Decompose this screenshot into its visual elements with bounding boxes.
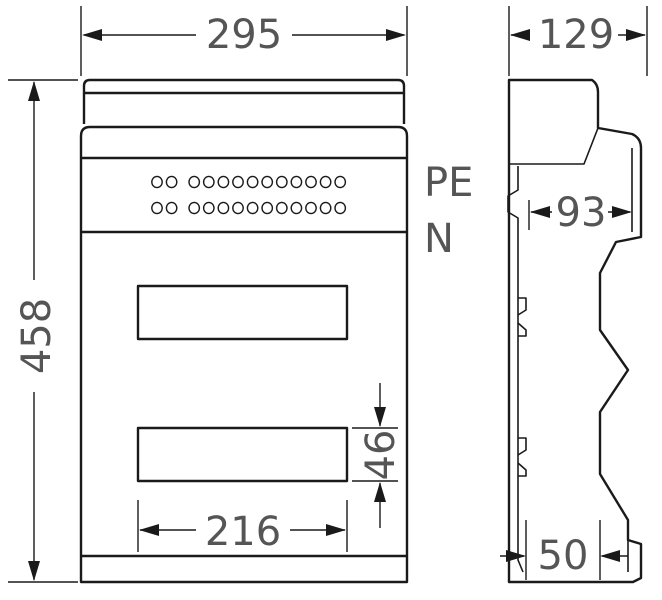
dimension-93: 93 <box>528 190 632 236</box>
bottom-depth-50-label: 50 <box>538 533 589 579</box>
terminal-hole <box>290 201 303 215</box>
depth-129-label: 129 <box>538 12 614 58</box>
terminal-hole <box>202 201 215 215</box>
terminal-hole <box>290 175 303 189</box>
front-window-upper <box>136 284 349 341</box>
side-cap-inner <box>509 127 599 165</box>
terminal-hole <box>202 175 215 189</box>
pe-label: PE <box>424 160 473 206</box>
dimension-50: 50 <box>500 520 628 580</box>
front-top-cap <box>82 78 406 124</box>
width-295-label: 295 <box>206 12 282 58</box>
terminal-hole <box>165 201 178 215</box>
side-view <box>507 78 643 584</box>
terminal-hole <box>334 201 347 215</box>
terminal-hole <box>151 201 163 215</box>
terminal-hole <box>188 201 201 215</box>
terminal-hole <box>305 201 317 215</box>
n-label: N <box>424 216 454 262</box>
terminal-hole <box>246 201 259 215</box>
side-profile-outer <box>507 78 643 584</box>
terminal-hole <box>261 175 274 189</box>
side-din-rail-upper <box>517 297 527 337</box>
terminal-hole <box>217 201 230 215</box>
window-height-46-label: 46 <box>358 430 404 481</box>
terminal-hole <box>261 201 274 215</box>
dimension-458: 458 <box>8 79 78 583</box>
terminal-hole <box>188 175 201 189</box>
dimension-216: 216 <box>137 500 348 555</box>
terminal-hole <box>319 175 332 189</box>
terminal-hole <box>217 175 230 189</box>
terminal-hole <box>275 175 288 189</box>
terminal-hole <box>151 175 163 189</box>
side-inner-wall <box>507 166 524 573</box>
inner-depth-93-label: 93 <box>556 190 607 236</box>
front-body <box>79 125 409 584</box>
dimension-46: 46 <box>352 383 404 528</box>
dimension-295: 295 <box>80 6 408 76</box>
terminal-hole <box>232 201 244 215</box>
terminal-holes-n <box>151 201 347 215</box>
height-458-label: 458 <box>14 298 60 374</box>
terminal-hole <box>232 175 244 189</box>
front-window-lower <box>136 426 349 483</box>
terminal-hole <box>305 175 317 189</box>
terminal-hole <box>165 175 178 189</box>
terminal-hole <box>246 175 259 189</box>
side-din-rail-lower <box>517 437 527 477</box>
terminal-hole <box>334 175 347 189</box>
front-view <box>79 78 409 584</box>
terminal-hole <box>275 201 288 215</box>
dimension-129: 129 <box>508 6 648 76</box>
terminal-hole <box>319 201 332 215</box>
window-width-216-label: 216 <box>205 509 281 555</box>
terminal-holes-pe <box>151 175 347 189</box>
